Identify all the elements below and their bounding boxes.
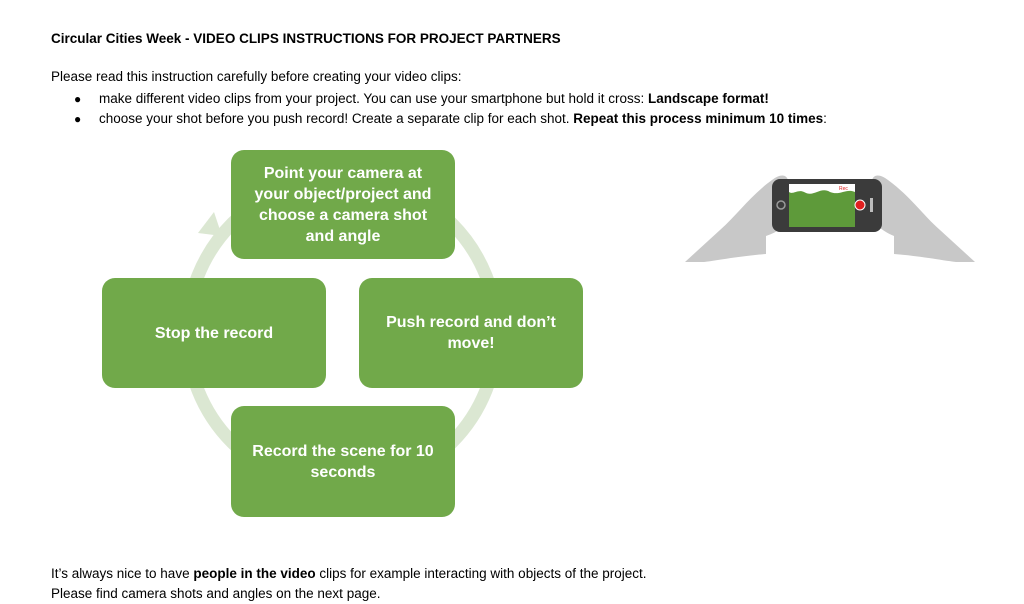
footer-line-people: It’s always nice to have people in the v… [51,566,647,581]
bullet-emphasis: Repeat this process minimum 10 times [573,111,824,126]
right-hand-icon [870,175,975,262]
record-button-icon [854,199,866,211]
screen-scenery [789,184,855,194]
bullet-item-repeat: ● choose your shot before you push recor… [74,109,827,129]
phone-side-bar [870,198,873,212]
left-hand-icon [685,175,792,262]
bullet-text: make different video clips from your pro… [99,91,769,106]
cycle-step-push-record: Push record and don’t move! [359,278,583,388]
footer-line-next-page: Please find camera shots and angles on t… [51,586,381,601]
bullet-item-landscape: ● make different video clips from your p… [74,89,827,109]
instruction-bullets: ● make different video clips from your p… [74,89,827,129]
cycle-step-record-scene: Record the scene for 10 seconds [231,406,455,517]
rec-label: Rec [839,186,848,192]
bullet-dot: ● [74,92,82,106]
phone-home-button [776,200,786,210]
hands-holding-smartphone-landscape-icon: Rec [685,175,975,262]
cycle-step-stop-record: Stop the record [102,278,326,388]
footer-emphasis: people in the video [193,566,316,581]
bullet-dot: ● [74,112,82,126]
footer-text: It’s always nice to have people in the v… [51,564,647,604]
bullet-emphasis: Landscape format! [648,91,769,106]
document-title: Circular Cities Week - VIDEO CLIPS INSTR… [51,31,561,46]
cycle-arrowhead [198,212,222,236]
intro-text: Please read this instruction carefully b… [51,69,462,84]
cycle-step-point-camera: Point your camera at your object/project… [231,150,455,259]
bullet-text: choose your shot before you push record!… [99,111,827,126]
